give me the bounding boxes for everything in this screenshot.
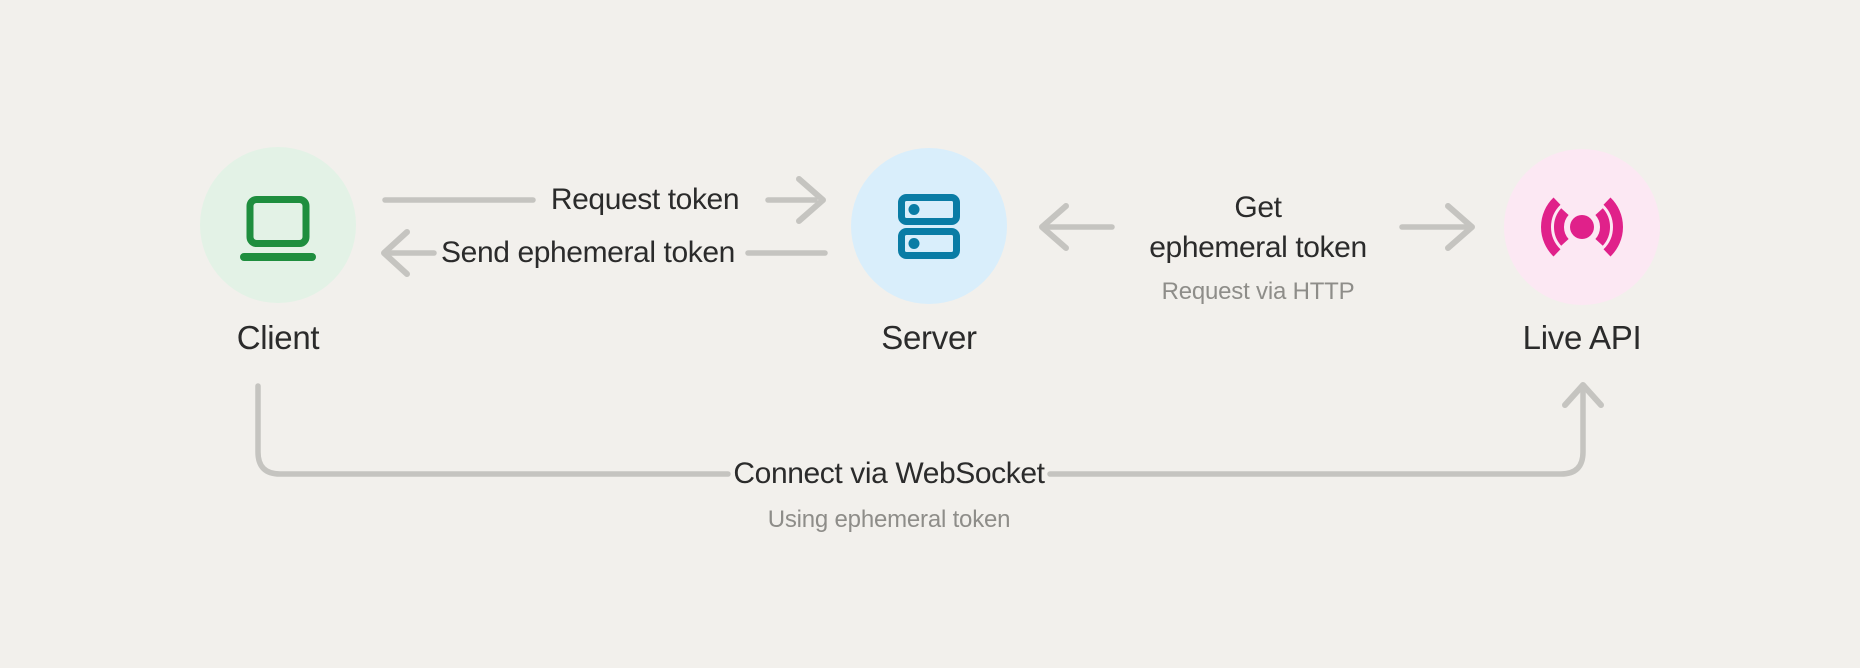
live-api-node-label: Live API xyxy=(1522,319,1642,356)
live-broadcast-icon xyxy=(1541,197,1623,257)
connect-websocket-label: Connect via WebSocket xyxy=(733,457,1045,490)
server-node-circle xyxy=(851,148,1007,304)
get-ephemeral-token-label: Get ephemeral token xyxy=(1058,188,1458,268)
send-ephemeral-token-label: Send ephemeral token xyxy=(441,236,735,269)
client-node-circle xyxy=(200,147,356,303)
right-arrowhead-icon xyxy=(796,176,826,224)
client-node-label: Client xyxy=(236,319,320,356)
websocket-path-right xyxy=(1047,383,1586,477)
server-icon xyxy=(898,193,960,259)
request-token-label: Request token xyxy=(550,183,740,216)
get-ephemeral-token-label-line2: ephemeral token xyxy=(1149,231,1367,264)
using-ephemeral-token-sublabel: Using ephemeral token xyxy=(767,506,1011,533)
websocket-path-left xyxy=(255,383,731,477)
request-via-http-sublabel: Request via HTTP xyxy=(1161,278,1355,305)
server-node-label: Server xyxy=(881,319,977,356)
right-arrowhead-icon xyxy=(1445,203,1475,251)
get-ephemeral-token-label-line1: Get xyxy=(1234,191,1282,224)
live-api-node-circle xyxy=(1504,149,1660,305)
up-arrowhead-icon xyxy=(1562,382,1604,408)
laptop-icon xyxy=(240,195,316,261)
